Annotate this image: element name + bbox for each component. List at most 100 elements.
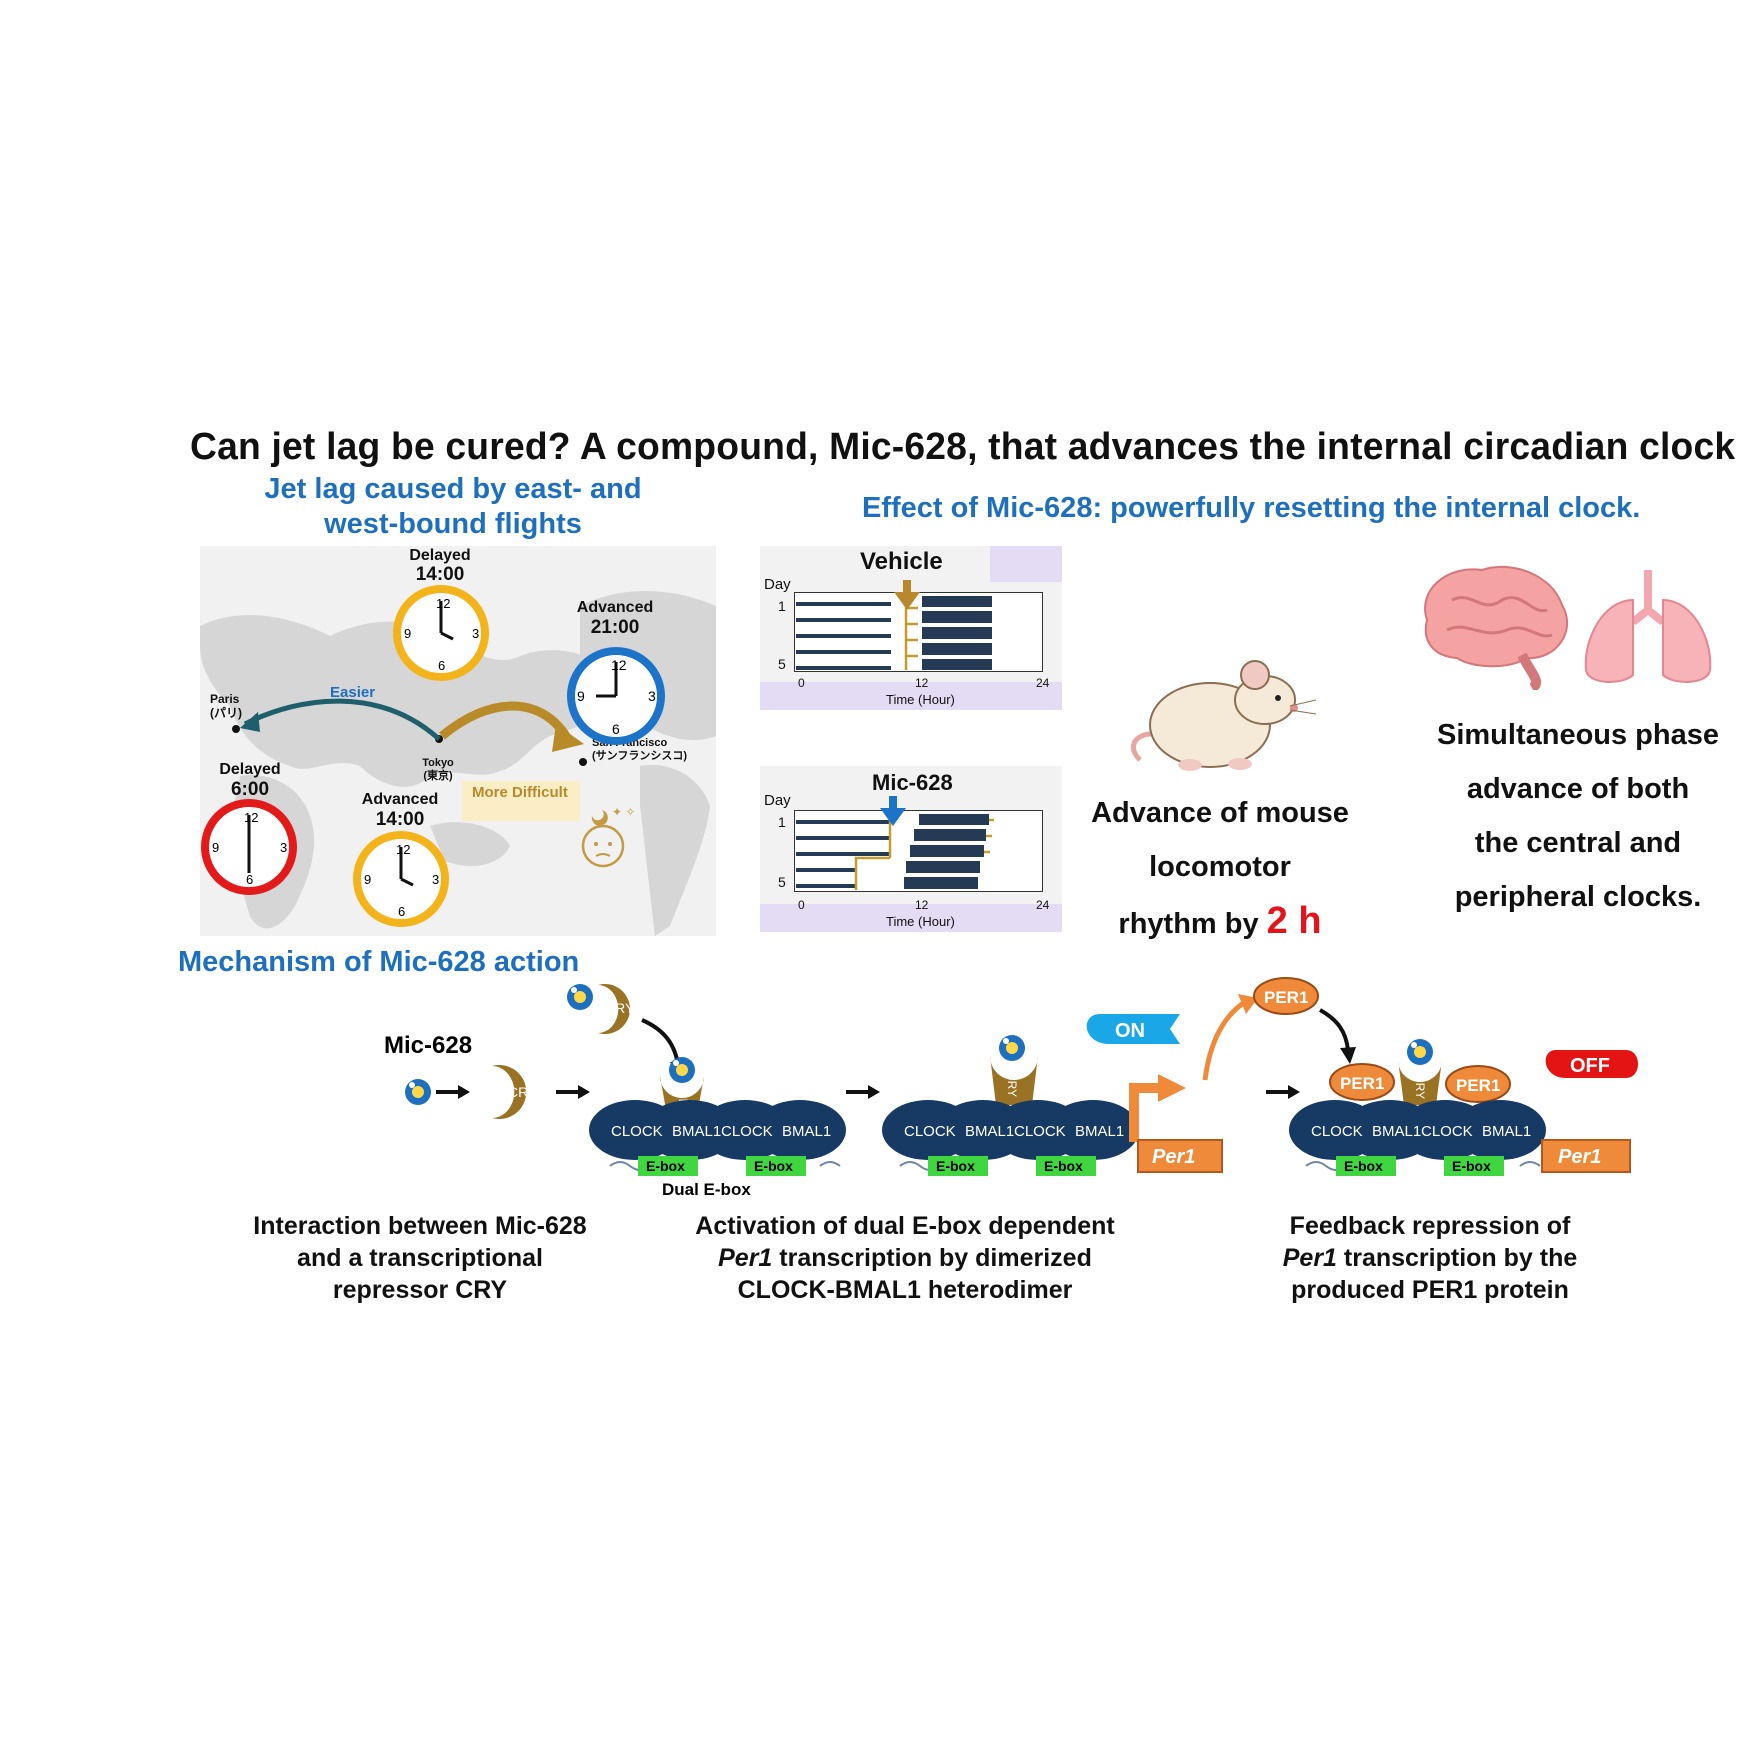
clock-num-9: 9 [577,688,585,704]
complex2-clock-a-label: CLOCK [904,1123,956,1140]
complex3-bmal-a-label: BMAL1 [1372,1123,1421,1140]
caption3-line1: Feedback repression of [1289,1212,1571,1240]
caption2-rest: transcription by dimerized [772,1244,1092,1272]
delayed-left-word: Delayed [219,761,281,778]
paris-label: Paris (パリ) [210,692,242,720]
advanced-right-label: Advanced 21:00 [565,598,665,638]
complex3-cry [1398,1060,1442,1105]
advanced-bottom-time: 14:00 [375,809,425,830]
page-title: Can jet lag be cured? A compound, Mic-62… [190,426,1736,468]
on-badge [1086,1014,1180,1044]
complex1-ebox-b [746,1156,806,1176]
complex1-ebox-a-label: E-box [646,1158,685,1174]
eastbound-arrow [439,701,570,740]
paris-name: Paris [210,692,240,706]
actogram-vehicle-x-12: 12 [915,676,929,690]
complex1-bmal-b [754,1100,846,1160]
complex1-ebox-a [638,1156,698,1176]
complex-2: CRY CLOCK BMAL1 CLOCK BMAL1 E-box E-box … [882,977,1356,1176]
actogram-mic-x-12: 12 [915,898,929,912]
delayed-top-time: 14:00 [415,564,465,585]
advanced-right-word: Advanced [576,599,654,616]
tired-person-icon: ✦ ✧ [581,805,635,868]
sf-dot [579,758,587,766]
westbound-arrowhead [240,712,260,732]
advanced-bottom-label: Advanced 14:00 [350,790,450,830]
complex2-bmal-b-label: BMAL1 [1075,1123,1124,1140]
clock-num-3: 3 [280,840,287,855]
complex3-ebox-a-label: E-box [1344,1158,1383,1174]
organ-caption: Simultaneous phase advance of both the c… [1418,708,1738,924]
more-difficult-box [462,781,580,821]
actogram-vehicle-tab [990,546,1062,582]
clock-num-9: 9 [364,872,371,887]
actogram-mic-day-label: Day [764,792,791,809]
mouse-caption-value: 2 h [1266,900,1322,942]
complex2-ebox-b-label: E-box [1044,1158,1083,1174]
per1-promoter-arrow [1129,1083,1160,1142]
complex3-mic-icon [1407,1039,1433,1065]
actogram-mic-plot [794,810,1043,892]
dual-ebox-label: Dual E-box [662,1180,751,1199]
tokyo-name-jp: (東京) [423,770,453,782]
per1-gene-label-1: Per1 [1152,1146,1195,1168]
vehicle-down-arrow [894,580,920,610]
organ-caption-line3: the central and [1474,827,1682,859]
complex2-ebox-a [928,1156,988,1176]
clock-num-6: 6 [612,721,620,737]
complex2-cry-label: CRY [1005,1072,1019,1097]
per1-bound-right-label: PER1 [1456,1076,1500,1095]
organ-caption-line4: peripheral clocks. [1454,881,1702,913]
per1-bound-left [1329,1063,1395,1101]
actogram-vehicle: Vehicle Day 1 5 0 12 24 Time (Hour) [760,546,1062,710]
off-badge [1545,1050,1638,1078]
mechanism-caption-2: Activation of dual E-box dependent Per1 … [680,1210,1130,1306]
complex1-bmal-b-label: BMAL1 [782,1123,831,1140]
clock-num-12: 12 [436,596,450,611]
actogram-vehicle-day-label: Day [764,576,791,593]
complex3-ebox-a [1336,1156,1396,1176]
complex1-bmal-a-label: BMAL1 [672,1123,721,1140]
complex2-clock-b-label: CLOCK [1014,1123,1066,1140]
mouse-illustration [1131,660,1317,771]
actogram-vehicle-axisbar [760,682,1062,710]
actogram-mic-day-1: 1 [778,814,786,830]
mouse-caption-line1: Advance of mouse [1091,797,1349,829]
easier-label: Easier [330,684,376,701]
paris-name-jp: (パリ) [210,706,242,720]
on-badge-label: ON [1115,1020,1145,1042]
mic628-label: Mic-628 [384,1032,472,1059]
caption2-line1: Activation of dual E-box dependent [695,1212,1115,1240]
organ-caption-line1: Simultaneous phase [1436,719,1719,751]
mic-down-arrow [880,796,906,826]
complex3-cry-label: CRY [1413,1074,1427,1099]
mechanism-heading: Mechanism of Mic-628 action [178,946,580,978]
brain-icon [1424,565,1568,690]
complex-3: CRY PER1 PER1 CLOCK BMAL1 CLOCK BMAL1 E-… [1289,1039,1638,1176]
clock-delayed-left: 12 3 6 9 [201,799,297,895]
mic-activity-rows [796,814,989,889]
complex1-ebox-b-label: E-box [754,1158,793,1174]
caption2-line2: Per1 transcription by dimerized [680,1242,1130,1274]
caption1-line2: and a transcriptional [297,1244,543,1272]
jetlag-heading-line1: Jet lag caused by east- and [264,473,642,505]
advanced-bottom-word: Advanced [361,791,439,808]
caption3-rest: transcription by the [1336,1244,1578,1272]
clock-advanced-bottom: 12 3 6 9 [353,831,449,927]
clock-num-12: 12 [611,657,627,673]
complex1-clock-b-label: CLOCK [721,1123,773,1140]
caption1-line1: Interaction between Mic-628 [253,1212,587,1240]
delayed-top-label: Delayed 14:00 [395,546,485,584]
advanced-right-time: 21:00 [590,617,640,638]
complex2-bmal-b [1047,1100,1139,1160]
per1-promoter-arrowhead [1158,1074,1186,1102]
westbound-arrow [243,698,441,741]
actogram-vehicle-x-24: 24 [1036,676,1050,690]
actogram-mic-title: Mic-628 [872,770,953,795]
actogram-vehicle-plot [794,592,1043,672]
actogram-mic-day-5: 5 [778,874,786,890]
translation-arrow [1202,999,1247,1081]
mic628-bound-top-icon [567,984,593,1010]
jetlag-heading: Jet lag caused by east- and west-bound f… [248,472,658,542]
complex1-mic-icon [669,1057,695,1083]
